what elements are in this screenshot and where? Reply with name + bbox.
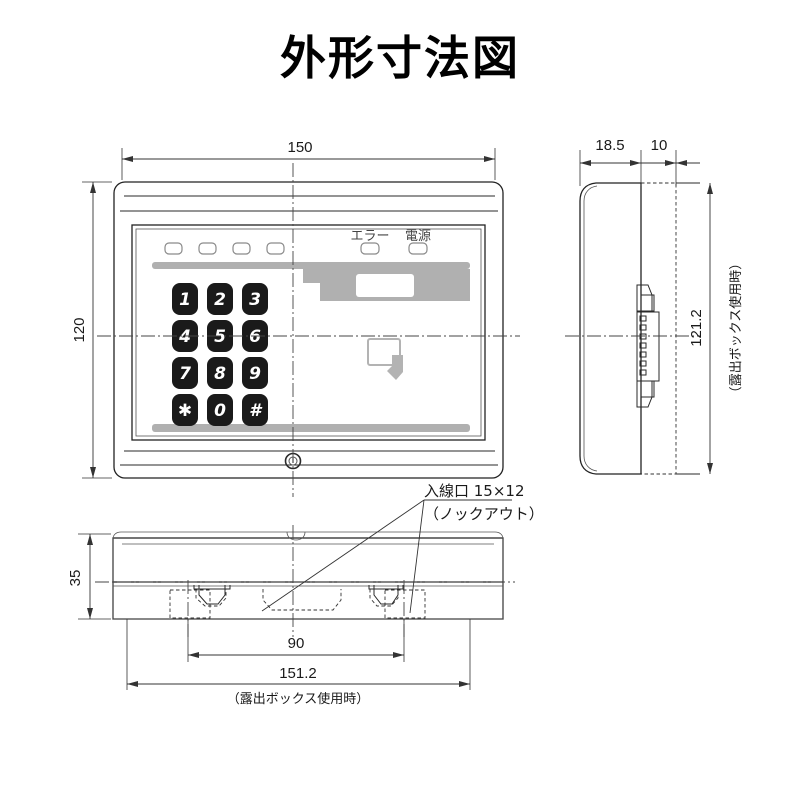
key-3-label: 3 <box>249 290 261 310</box>
key-4-label: 4 <box>178 327 191 347</box>
side-terminal-contacts <box>639 315 647 376</box>
bottom-knockouts <box>169 585 426 619</box>
dimension-width-151-2-note: （露出ボックス使用時） <box>227 691 370 707</box>
key-3[interactable] <box>242 283 268 315</box>
dimension-width-151-2-label: 151.2 <box>279 665 317 682</box>
front-lower-gray-band <box>152 424 470 432</box>
dimension-depth-10-label: 10 <box>651 137 668 154</box>
key-asterisk-label: ✱ <box>178 401 192 421</box>
front-inner-panel <box>131 224 486 441</box>
dimension-height-35: 35 <box>67 533 111 620</box>
front-view: エラー 電源 1 2 3 4 5 6 7 8 9 <box>97 163 520 497</box>
bottom-body-outline <box>112 537 504 620</box>
key-0[interactable] <box>207 394 233 426</box>
dimension-depth-18-5-label: 18.5 <box>595 137 624 154</box>
display-window <box>356 274 414 297</box>
key-7-label: 7 <box>179 364 191 384</box>
bottom-center-tab <box>286 531 306 541</box>
dimension-height-121-2: 121.2 （露出ボックス使用時） <box>688 183 744 474</box>
side-lower-bracket <box>636 380 655 408</box>
indicator-4 <box>266 242 285 255</box>
side-view <box>565 182 700 475</box>
power-indicator-label: 電源 <box>405 229 431 244</box>
card-touch-icon <box>367 338 403 380</box>
key-1[interactable] <box>172 283 198 315</box>
page-title: 外形寸法図 <box>280 31 520 85</box>
keypad[interactable]: 1 2 3 4 5 6 7 8 9 ✱ 0 # <box>172 283 268 426</box>
indicator-1 <box>164 242 183 255</box>
dimension-height-121-2-note: （露出ボックス使用時） <box>728 257 744 400</box>
key-asterisk[interactable] <box>172 394 198 426</box>
side-body-outline <box>579 182 642 475</box>
dimension-height-121-2-label: 121.2 <box>688 309 705 347</box>
front-outer-bezel <box>113 181 504 479</box>
knockout-callout: 入線口 15×12 （ノックアウト） <box>261 482 544 614</box>
indicator-2 <box>198 242 217 255</box>
key-2[interactable] <box>207 283 233 315</box>
key-8[interactable] <box>207 357 233 389</box>
dimension-height-35-label: 35 <box>67 570 84 587</box>
power-indicator <box>408 242 428 255</box>
dimension-span-90: 90 <box>187 619 405 662</box>
key-hash-label: # <box>249 401 263 421</box>
dimension-depth-18-5: 18.5 <box>579 137 642 186</box>
dimension-width-151-2: 151.2 （露出ボックス使用時） <box>126 619 471 707</box>
side-body-lip <box>583 185 598 472</box>
dimension-height-120-label: 120 <box>71 317 88 342</box>
key-9-label: 9 <box>249 364 261 384</box>
error-indicator-label: エラー <box>350 229 389 244</box>
key-1-label: 1 <box>179 290 191 310</box>
error-indicator <box>360 242 380 255</box>
key-2-label: 2 <box>214 290 226 310</box>
key-7[interactable] <box>172 357 198 389</box>
dimension-depth-10: 10 <box>641 137 700 186</box>
dimension-width-150: 150 <box>121 139 496 180</box>
side-exposed-box-outline <box>641 182 677 475</box>
knockout-left <box>169 589 211 619</box>
key-9[interactable] <box>242 357 268 389</box>
front-upper-gray-band <box>152 262 470 269</box>
knockout-callout-line-2: （ノックアウト） <box>424 505 544 523</box>
key-hash[interactable] <box>242 394 268 426</box>
front-inner-panel-inset <box>135 228 482 437</box>
indicator-3 <box>232 242 251 255</box>
dimension-height-120: 120 <box>71 181 112 479</box>
dimension-width-150-label: 150 <box>287 139 312 156</box>
bottom-body-top <box>112 531 504 620</box>
knockout-callout-line-1: 入線口 15×12 <box>424 482 525 500</box>
key-6-label: 6 <box>249 327 261 347</box>
side-terminal-block <box>636 311 660 382</box>
dimension-span-90-label: 90 <box>288 635 305 652</box>
key-5-label: 5 <box>214 327 226 347</box>
side-upper-bracket <box>636 284 655 312</box>
key-8-label: 8 <box>214 364 226 384</box>
key-0-label: 0 <box>214 401 226 421</box>
